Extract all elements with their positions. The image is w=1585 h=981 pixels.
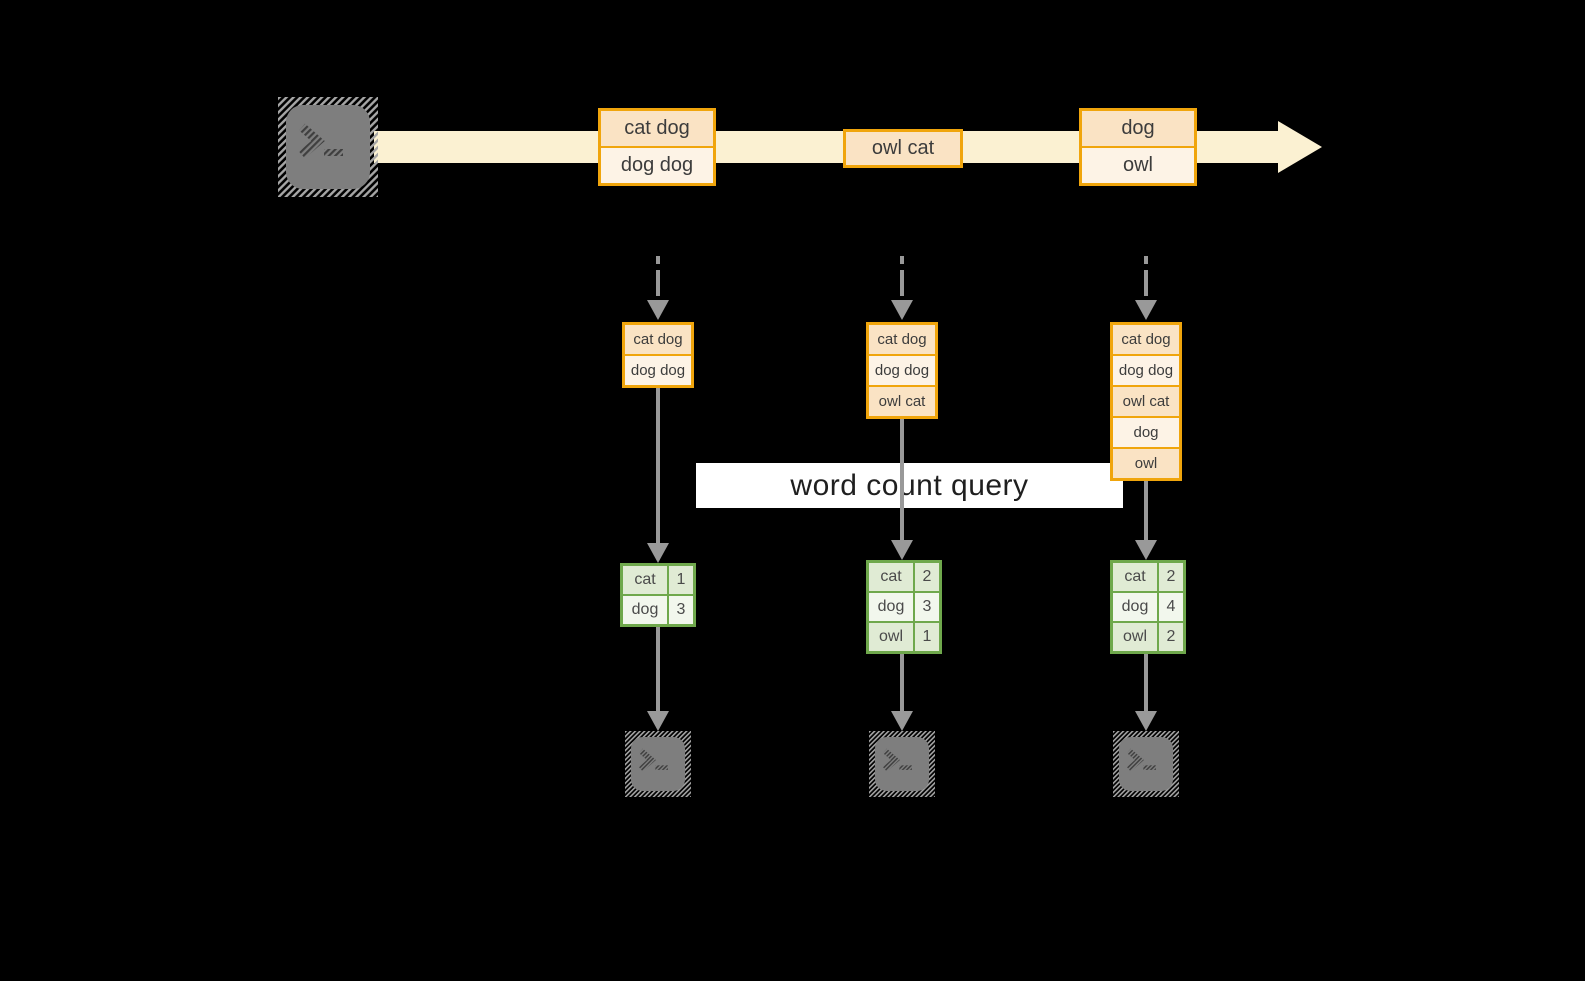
sink-terminal-icon: [869, 731, 935, 797]
arrowhead-down-icon: [1135, 711, 1157, 731]
batch-line: owl cat: [846, 132, 960, 165]
state-line: owl cat: [869, 387, 935, 416]
result-row: cat 1: [623, 566, 693, 594]
state-line: owl: [1113, 449, 1179, 478]
word-cell: dog: [623, 596, 667, 624]
state-line: dog dog: [625, 356, 691, 385]
state-line: dog: [1113, 418, 1179, 447]
batch-line: owl: [1082, 148, 1194, 183]
state-line: owl cat: [1113, 387, 1179, 416]
count-cell: 2: [1159, 623, 1183, 651]
arrowhead-down-icon: [647, 543, 669, 563]
state-line: dog dog: [1113, 356, 1179, 385]
result-row: dog 3: [869, 593, 939, 621]
state-line: dog dog: [869, 356, 935, 385]
sink-terminal-icon: [1113, 731, 1179, 797]
state-buffer-2: cat dog dog dog owl cat: [866, 322, 938, 419]
query-label-band: word count query: [696, 463, 1123, 508]
state-line: cat dog: [625, 325, 691, 354]
source-terminal-icon: [278, 97, 378, 197]
flow-line: [656, 627, 660, 713]
count-cell: 3: [669, 596, 693, 624]
word-cell: dog: [869, 593, 913, 621]
stream-arrowhead-icon: [1278, 121, 1322, 173]
state-buffer-1: cat dog dog dog: [622, 322, 694, 388]
state-line: cat dog: [1113, 325, 1179, 354]
count-cell: 4: [1159, 593, 1183, 621]
dashed-arrow-segment: [1144, 256, 1148, 264]
arrowhead-down-icon: [891, 540, 913, 560]
word-cell: cat: [1113, 563, 1157, 591]
word-cell: cat: [623, 566, 667, 594]
dashed-arrow-segment: [656, 270, 660, 296]
result-table-3: cat 2 dog 4 owl 2: [1110, 560, 1186, 654]
state-buffer-3: cat dog dog dog owl cat dog owl: [1110, 322, 1182, 481]
batch-line: dog: [1082, 111, 1194, 146]
stream-batch-3: dog owl: [1079, 108, 1197, 186]
arrowhead-down-icon: [647, 711, 669, 731]
word-cell: owl: [1113, 623, 1157, 651]
word-cell: dog: [1113, 593, 1157, 621]
dashed-arrow-segment: [900, 256, 904, 264]
word-cell: cat: [869, 563, 913, 591]
query-label: word count query: [790, 468, 1029, 502]
flow-line: [656, 388, 660, 545]
result-row: cat 2: [1113, 563, 1183, 591]
arrowhead-down-icon: [891, 300, 913, 320]
batch-line: dog dog: [601, 148, 713, 183]
result-row: dog 3: [623, 596, 693, 624]
arrowhead-down-icon: [1135, 540, 1157, 560]
count-cell: 3: [915, 593, 939, 621]
dashed-arrow-segment: [656, 256, 660, 264]
count-cell: 1: [915, 623, 939, 651]
word-cell: owl: [869, 623, 913, 651]
stream-batch-2: owl cat: [843, 129, 963, 168]
arrowhead-down-icon: [891, 711, 913, 731]
flow-line: [900, 654, 904, 713]
result-table-1: cat 1 dog 3: [620, 563, 696, 627]
count-cell: 2: [915, 563, 939, 591]
result-row: owl 2: [1113, 623, 1183, 651]
result-row: cat 2: [869, 563, 939, 591]
arrowhead-down-icon: [647, 300, 669, 320]
flow-line: [1144, 654, 1148, 713]
arrowhead-down-icon: [1135, 300, 1157, 320]
sink-terminal-icon: [625, 731, 691, 797]
batch-line: cat dog: [601, 111, 713, 146]
result-row: dog 4: [1113, 593, 1183, 621]
result-row: owl 1: [869, 623, 939, 651]
count-cell: 1: [669, 566, 693, 594]
state-line: cat dog: [869, 325, 935, 354]
stream-batch-1: cat dog dog dog: [598, 108, 716, 186]
dashed-arrow-segment: [900, 270, 904, 296]
flow-line: [1144, 481, 1148, 540]
dashed-arrow-segment: [1144, 270, 1148, 296]
flow-line: [900, 419, 904, 540]
count-cell: 2: [1159, 563, 1183, 591]
result-table-2: cat 2 dog 3 owl 1: [866, 560, 942, 654]
